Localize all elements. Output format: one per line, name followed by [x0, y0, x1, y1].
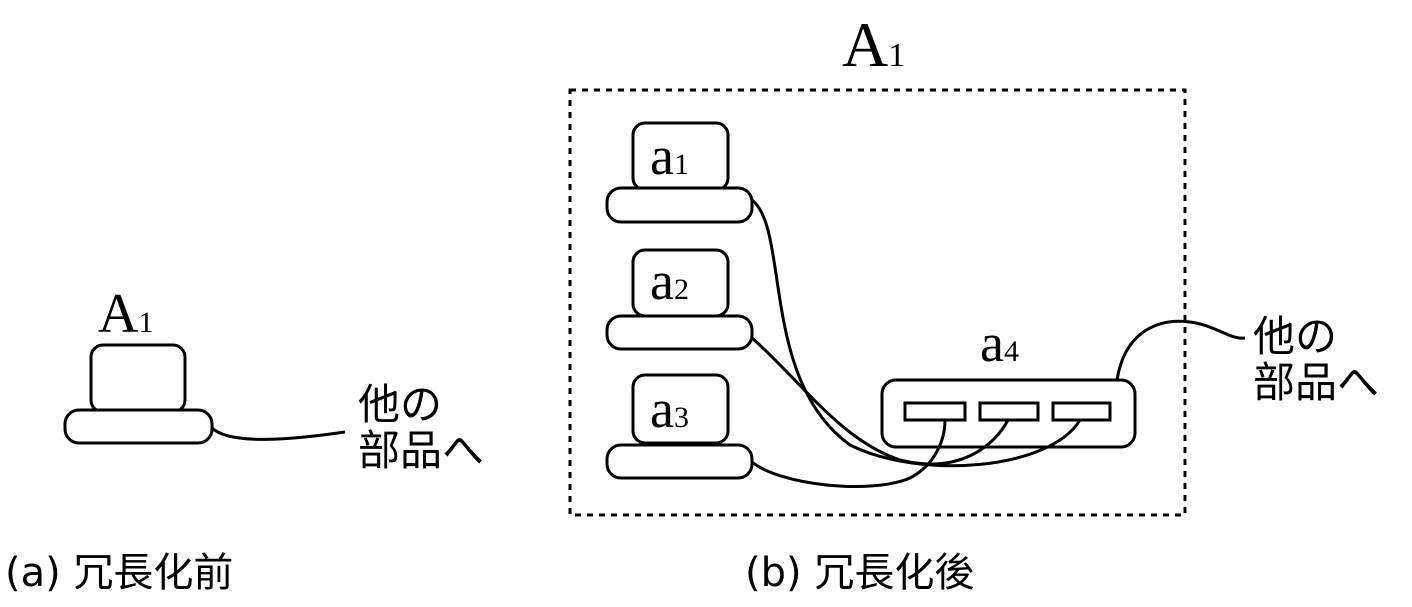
wire-to-other-parts [1115, 319, 1246, 381]
caption-before: (a) 冗長化前 [5, 550, 234, 596]
other-parts-label: 他の部品へ [358, 380, 485, 475]
unit-a3-body [631, 373, 730, 445]
unit-a3-base [605, 443, 754, 480]
hub-port-2 [978, 401, 1040, 422]
component-label: A1 [98, 283, 154, 345]
component-base [63, 408, 214, 445]
unit-a2-base [605, 314, 754, 351]
unit-a1-label: a1 [650, 126, 689, 186]
hub-port-1 [903, 401, 967, 422]
wire-a1 [751, 198, 1082, 468]
unit-a3-label: a3 [650, 379, 689, 439]
unit-a1-base [605, 186, 754, 224]
redundant-group-boundary [568, 88, 1187, 517]
hub-port-3 [1051, 401, 1112, 422]
group-label: A1 [842, 9, 906, 80]
component-body [89, 343, 187, 414]
hub-a4 [880, 378, 1137, 449]
hub-a4-label: a4 [980, 313, 1019, 373]
wire-a3 [751, 419, 947, 489]
other-parts-label-right: 他の部品へ [1253, 312, 1380, 407]
connection-wire [210, 426, 346, 441]
caption-after: (b) 冗長化後 [745, 550, 975, 596]
unit-a2-label: a2 [650, 251, 689, 311]
wire-a2 [751, 336, 1010, 466]
